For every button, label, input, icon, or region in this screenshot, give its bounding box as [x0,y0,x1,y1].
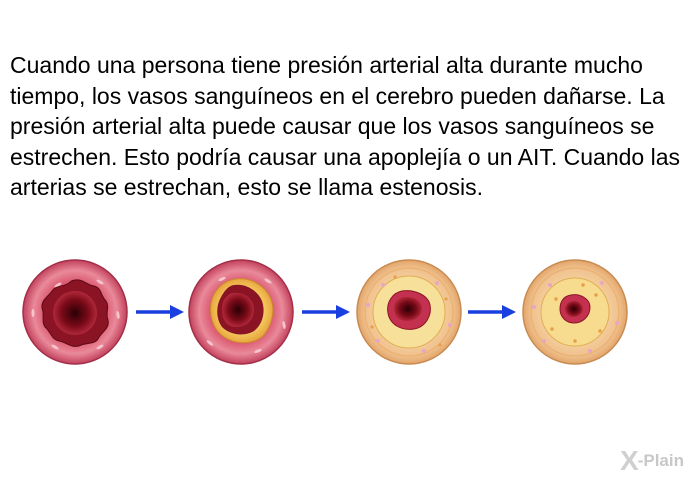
xplain-logo: X -Plain [620,445,696,476]
artery-stenosis-illustration [22,259,628,365]
arrow-2 [302,305,350,319]
arrow-1 [136,305,184,319]
artery-stage-healthy [22,259,128,365]
artery-stage-early [188,259,294,365]
arrow-3 [468,305,516,319]
artery-stage-severe [522,259,628,365]
artery-stage-moderate [356,259,462,365]
logo-wordmark: -Plain [637,451,684,470]
body-paragraph: Cuando una persona tiene presión arteria… [10,52,680,200]
logo-x-mark: X [620,445,639,476]
